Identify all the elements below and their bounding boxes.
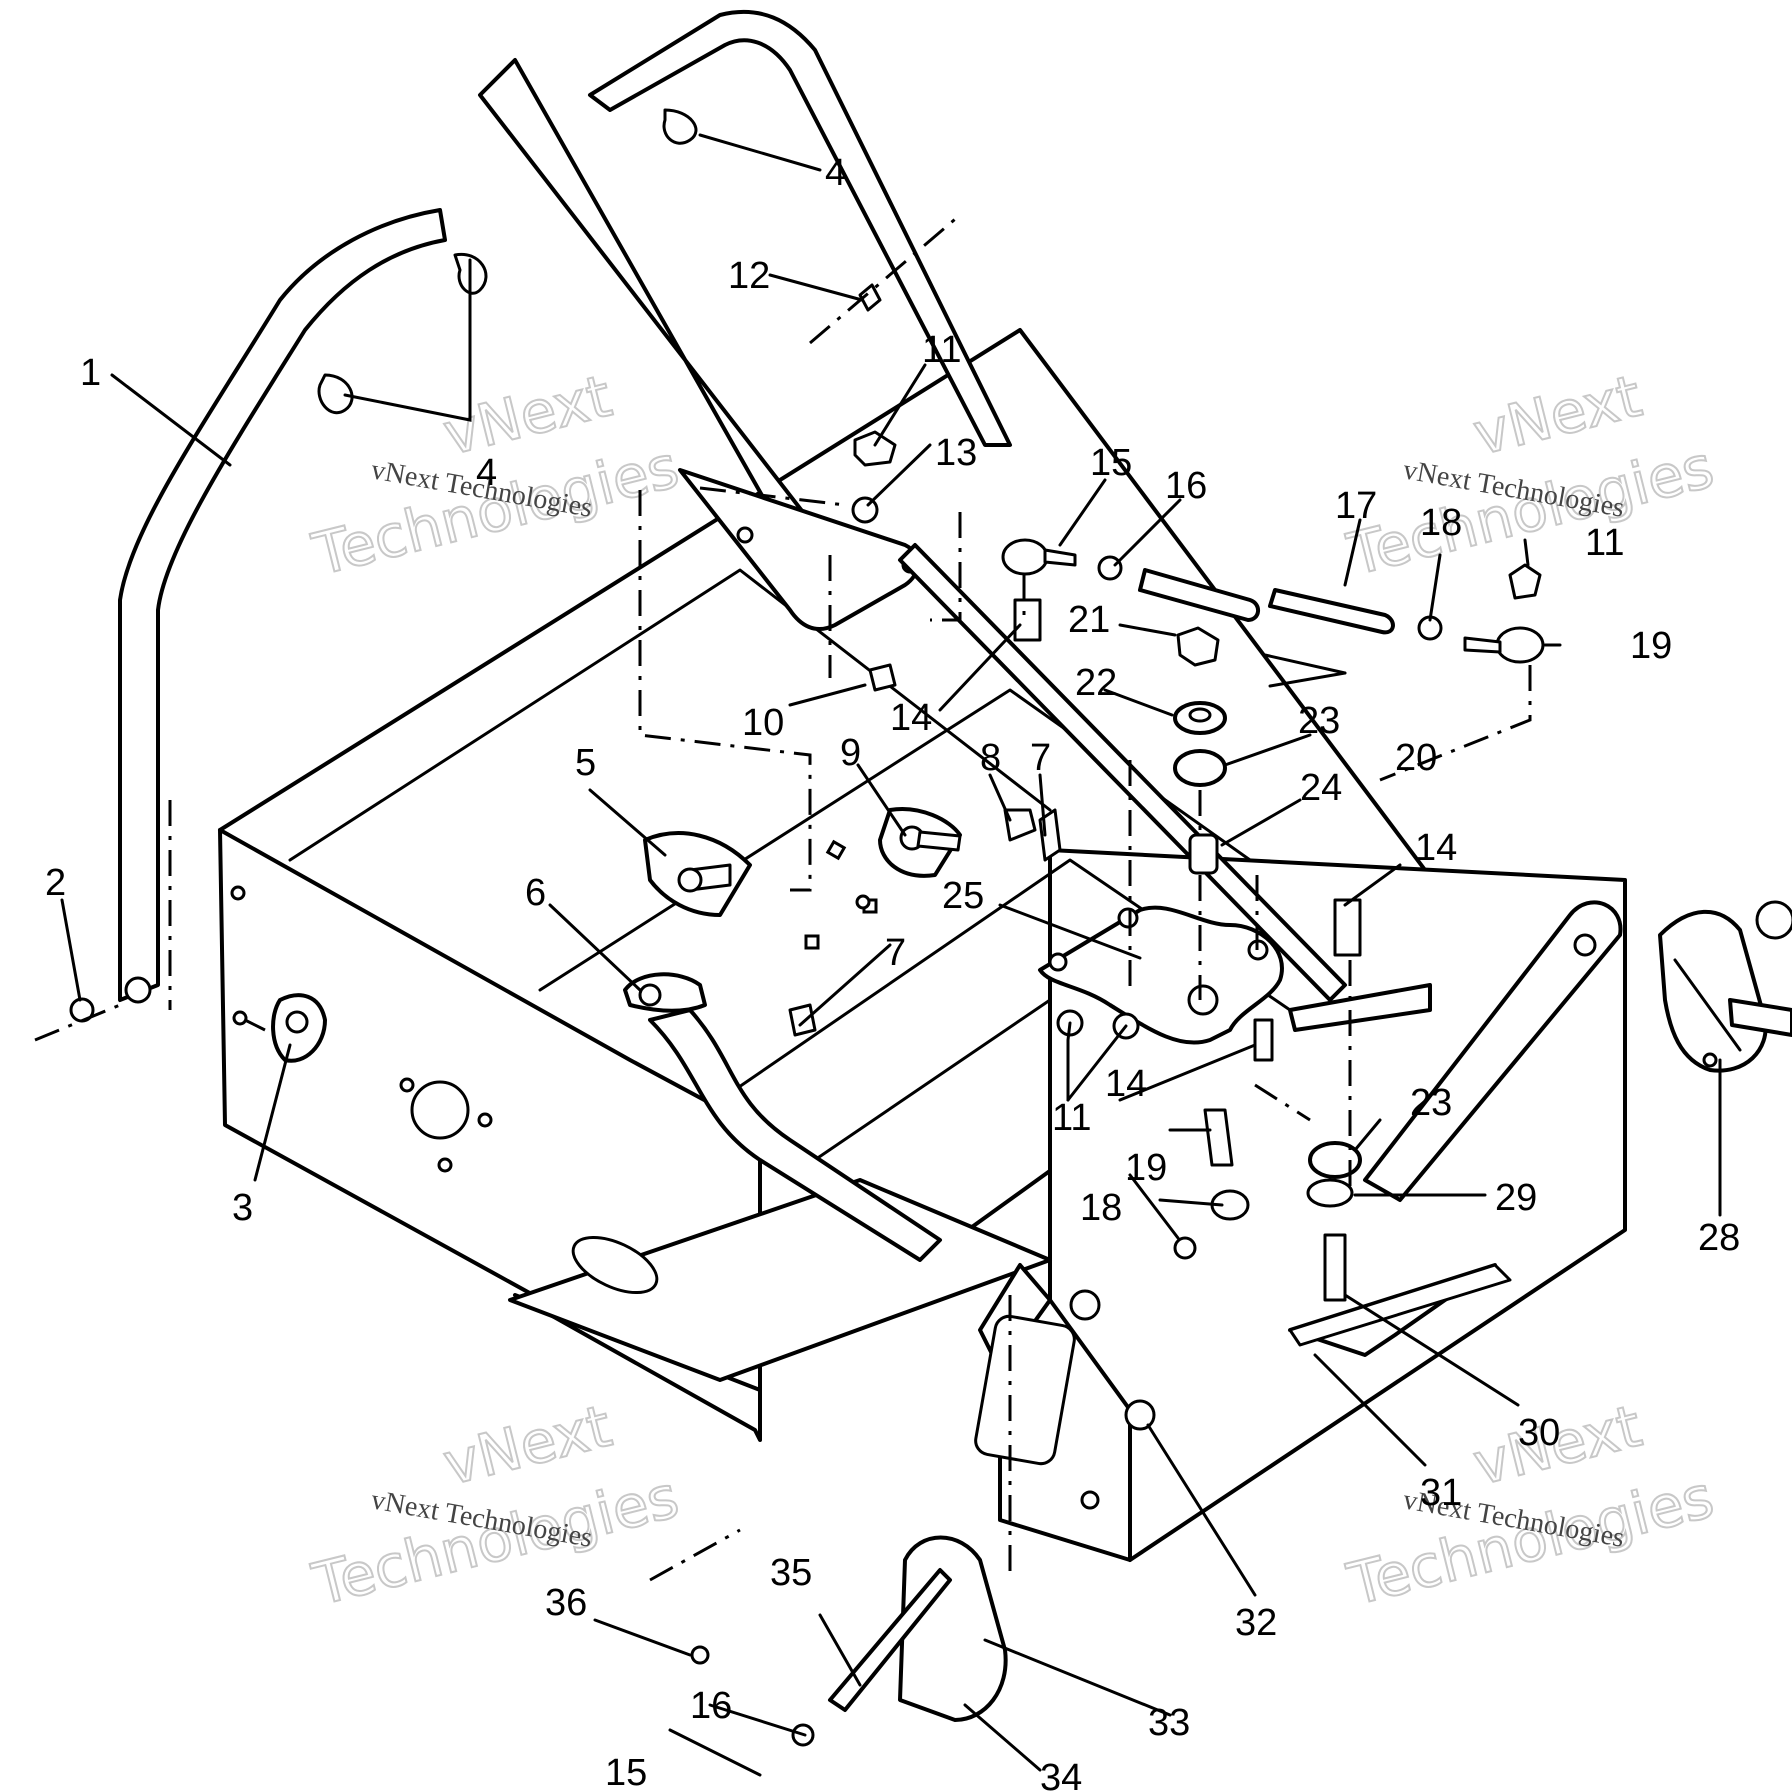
callout-15: 15 [1090,442,1132,484]
spacer-icon [1188,833,1219,875]
callout-19: 19 [1125,1147,1167,1189]
sleeve-icon [1138,568,1260,622]
callout-23: 23 [1410,1082,1452,1124]
callout-23: 23 [1298,700,1340,742]
callout-18: 18 [1080,1187,1122,1229]
callout-7: 7 [885,932,906,974]
frame-loop [588,9,1012,447]
callout-15: 15 [605,1752,647,1792]
callout-36: 36 [545,1582,587,1624]
callout-19: 19 [1630,625,1672,667]
callout-8: 8 [980,737,1001,779]
callout-29: 29 [1495,1177,1537,1219]
rod-icon [828,1568,952,1712]
callout-24: 24 [1300,767,1342,809]
washer-icon [1306,1178,1354,1208]
callout-18: 18 [1420,502,1462,544]
callout-1: 1 [80,352,101,394]
bolt-icon [1203,1108,1234,1167]
handlebar [118,208,447,1004]
nut-icon [788,1003,817,1037]
callout-14: 14 [890,697,932,739]
clip-icon [317,373,354,414]
callout-33: 33 [1148,1702,1190,1744]
callout-7: 7 [1030,737,1051,779]
nut-icon [1508,563,1542,600]
diagonal-rod [898,543,1347,1002]
bushing-icon [1173,749,1227,787]
spring-icon [1263,653,1347,675]
plate-icon [898,1535,1008,1722]
frame-arm [1288,900,1792,1202]
end-plate [974,1263,1132,1562]
watermark-bottom-left: vNext Technologies vNext Technologies [305,1391,686,1620]
callout-28: 28 [1698,1217,1740,1259]
callout-12: 12 [728,255,770,297]
callout-5: 5 [575,742,596,784]
clip-icon [662,108,698,145]
callout-3: 3 [232,1187,253,1229]
callout-21: 21 [1068,599,1110,641]
sleeve-icon [1268,588,1395,635]
callout-labels: 1 2 3 4 4 5 6 7 7 8 9 10 11 11 11 12 13 … [45,152,1740,1792]
callout-32: 32 [1235,1602,1277,1644]
callout-11: 11 [922,329,961,371]
bolt-icon [1013,598,1042,642]
pin-icon [868,663,897,692]
callout-31: 31 [1420,1472,1462,1514]
nut-icon [1003,808,1037,842]
callout-20: 20 [1395,737,1437,779]
rod-end-icon [1495,626,1545,664]
callout-16: 16 [1165,465,1207,507]
pin-icon [858,283,882,312]
callout-13: 13 [935,432,977,474]
callout-2: 2 [45,862,66,904]
leader-lines [60,133,1722,1777]
callout-9: 9 [840,732,861,774]
bolt-icon [1253,1018,1274,1062]
bolt-icon [1124,1399,1156,1431]
stud-icon [1323,1233,1347,1302]
callout-11: 11 [1585,522,1624,564]
bushing-icon [1308,1141,1362,1179]
mount-icon [623,972,707,1013]
pin-icon [690,1645,710,1665]
callout-11: 11 [1052,1097,1091,1139]
nut-icon [853,430,897,467]
watermark-top-right: vNext Technologies vNext Technologies [1340,361,1721,590]
nut-icon [1176,626,1220,667]
callout-14: 14 [1105,1063,1147,1105]
callout-10: 10 [742,702,784,744]
callout-14: 14 [1415,827,1457,869]
callout-16: 16 [690,1685,732,1727]
bolt-icon [1333,898,1362,957]
callout-6: 6 [525,872,546,914]
shift-lever [478,58,921,631]
assembly-lines [34,213,1532,1582]
callout-25: 25 [942,875,984,917]
callout-17: 17 [1335,485,1377,527]
callout-35: 35 [770,1552,812,1594]
rod-end-icon [1001,538,1049,576]
callout-30: 30 [1518,1412,1560,1454]
nut-icon [1173,1236,1197,1260]
linkage-bracket [1038,905,1284,1045]
callout-4: 4 [825,152,846,194]
callout-22: 22 [1075,662,1117,704]
callout-34: 34 [1040,1757,1082,1792]
callout-4: 4 [476,452,497,494]
